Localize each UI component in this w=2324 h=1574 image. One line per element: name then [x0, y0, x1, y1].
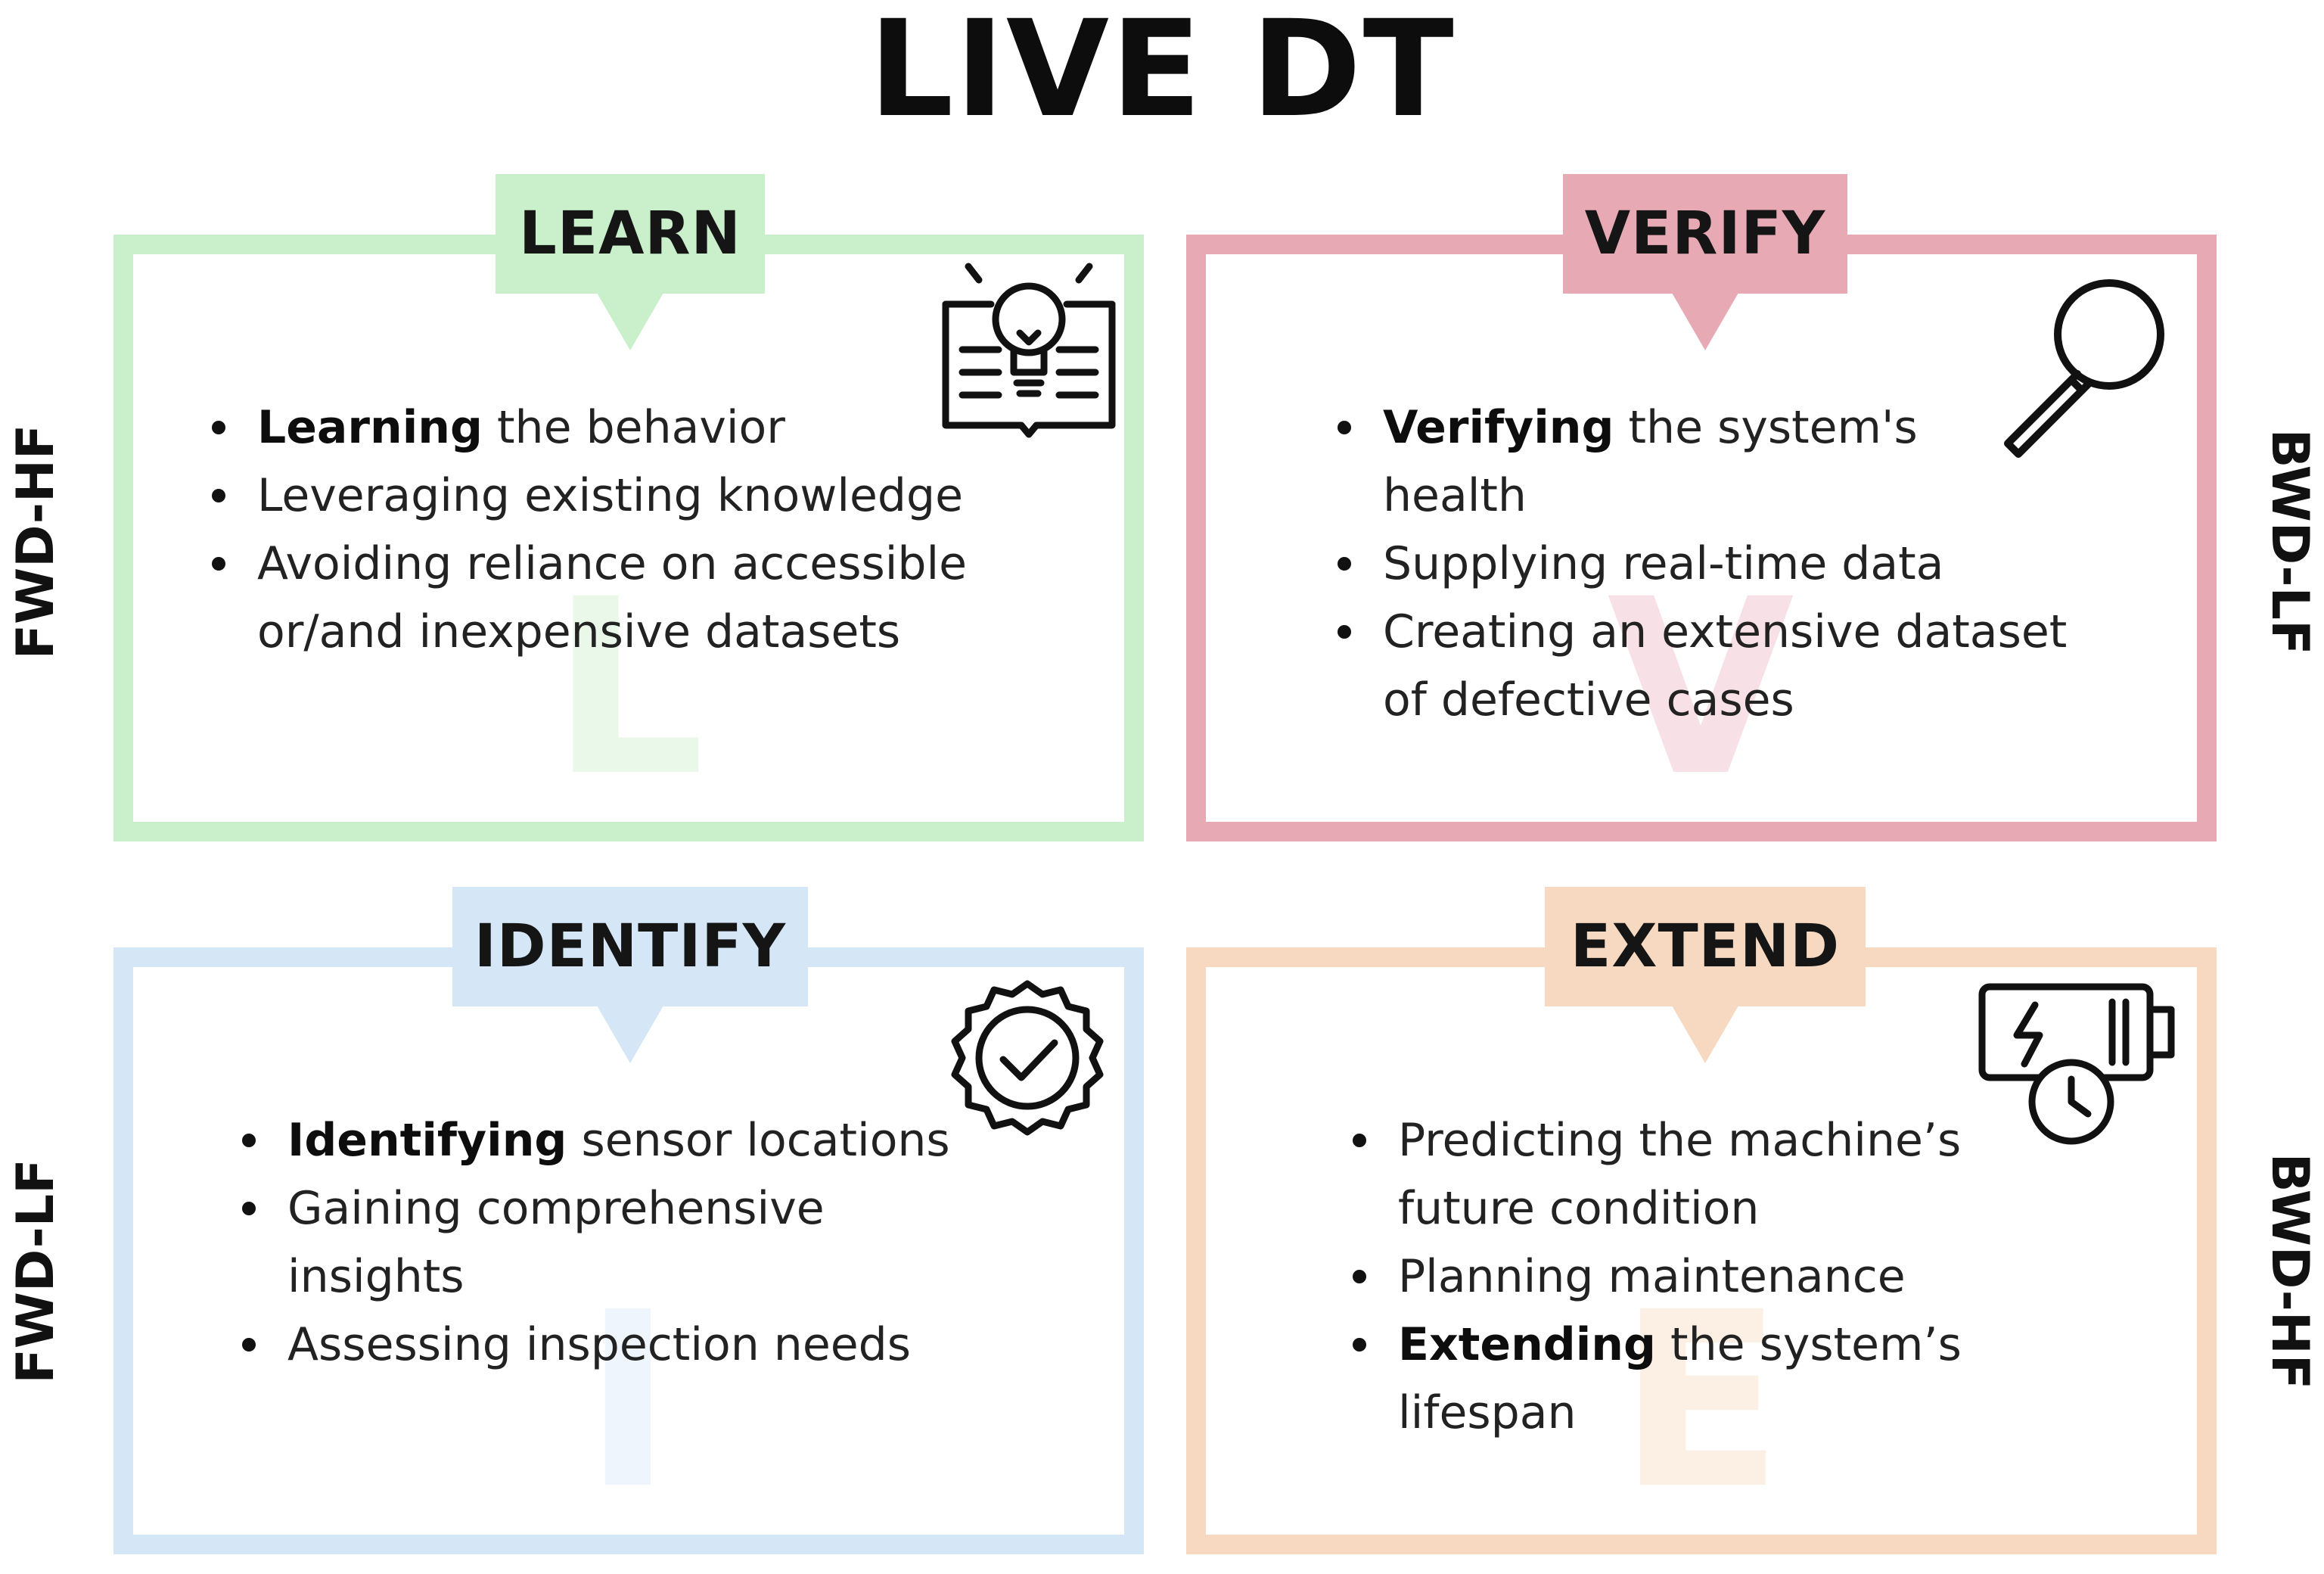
extend-bullet-3: Extending the system’s lifespan: [1345, 1311, 2064, 1447]
extend-bullet-1: Predicting the machine’s future conditio…: [1345, 1106, 2049, 1243]
identify-bullet-1: Identifying sensor locations: [235, 1106, 1052, 1174]
extend-quadrant: E EXTEND Predicting the machine’s future…: [1186, 887, 2217, 1554]
extend-watermark: E: [1617, 1261, 1784, 1542]
extend-tag-pointer: [1672, 1006, 1738, 1063]
page-title: LIVE DT: [868, 0, 1456, 147]
identify-quadrant: I IDENTIFY Identifying sensor locations …: [113, 887, 1144, 1554]
identify-bullet-3: Assessing inspection needs: [235, 1311, 1052, 1379]
learn-bullet-1: Learning the behavior: [204, 394, 1067, 462]
identify-frame: [113, 947, 1144, 1554]
book-lightbulb-icon: [942, 263, 1116, 438]
extend-frame: [1186, 947, 2217, 1554]
verify-quadrant: V VERIFY Verifying the system's health S…: [1186, 174, 2217, 841]
learn-tag: LEARN: [496, 174, 765, 294]
side-label-fwd-lf: FWD-LF: [6, 1159, 66, 1384]
learn-tag-pointer: [597, 293, 663, 350]
identify-tag-pointer: [597, 1006, 663, 1063]
learn-bullet-list: Learning the behavior Leveraging existin…: [204, 394, 1067, 666]
extend-tag: EXTEND: [1545, 887, 1866, 1006]
identify-bullet-2: Gaining comprehensive insights: [235, 1174, 908, 1311]
verify-bullet-2: Supplying real-time data: [1330, 530, 2086, 598]
side-label-fwd-hf: FWD-HF: [6, 424, 66, 660]
learn-watermark: L: [551, 548, 705, 829]
battery-clock-icon: [1978, 983, 2175, 1145]
verify-tag: VERIFY: [1563, 174, 1847, 294]
identify-bullet-list: Identifying sensor locations Gaining com…: [235, 1106, 1052, 1379]
side-label-bwd-hf: BWD-HF: [2260, 1153, 2319, 1390]
learn-quadrant: L LEARN Learning the behavior Leveraging…: [113, 174, 1144, 841]
verify-bullet-1: Verifying the system's health: [1330, 394, 2034, 530]
badge-check-icon: [951, 980, 1104, 1136]
learn-bullet-3: Avoiding reliance on accessible or/and i…: [204, 530, 1044, 666]
side-label-bwd-lf: BWD-LF: [2260, 428, 2319, 655]
verify-bullet-3: Creating an extensive dataset of defecti…: [1330, 598, 2109, 734]
verify-tag-pointer: [1672, 293, 1738, 350]
magnifying-glass-icon: [2004, 279, 2164, 458]
identify-tag: IDENTIFY: [452, 887, 808, 1006]
learn-bullet-2: Leveraging existing knowledge: [204, 462, 1067, 530]
identify-watermark: I: [583, 1261, 673, 1542]
extend-bullet-list: Predicting the machine’s future conditio…: [1345, 1106, 2102, 1447]
verify-watermark: V: [1607, 548, 1794, 829]
verify-bullet-list: Verifying the system's health Supplying …: [1330, 394, 2086, 734]
extend-bullet-2: Planning maintenance: [1345, 1243, 2102, 1311]
